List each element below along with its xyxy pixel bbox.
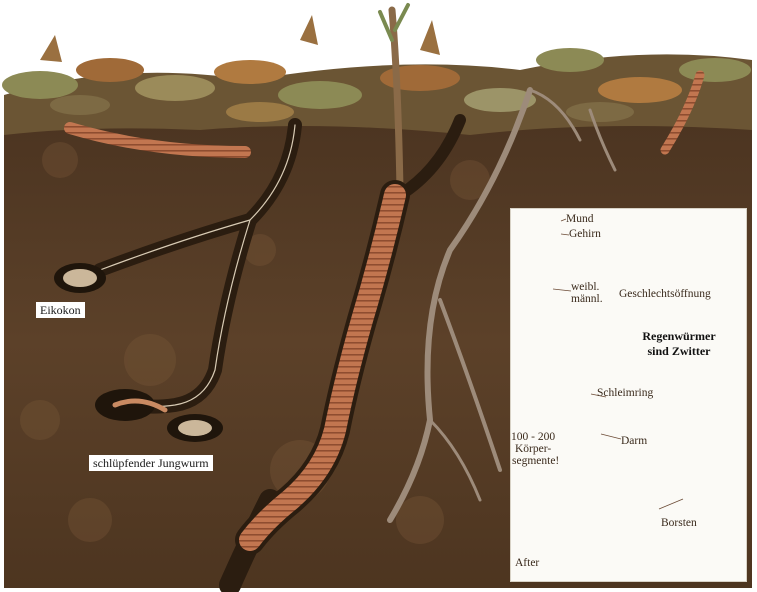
segments-label-line3: segmente! bbox=[512, 455, 559, 467]
male-opening-label: männl. bbox=[571, 293, 603, 305]
anatomy-inset-panel: Mund Gehirn weibl. männl. Geschlechtsöff… bbox=[510, 208, 747, 582]
hatching-worm-label: schlüpfender Jungwurm bbox=[89, 455, 213, 471]
segments-label-line2: Körper- bbox=[515, 443, 551, 455]
bristles-label: Borsten bbox=[661, 517, 697, 529]
mouth-label: Mund bbox=[566, 213, 593, 225]
egg-cocoon bbox=[54, 263, 106, 293]
clitellum-label: Schleimring bbox=[597, 387, 653, 399]
brain-label: Gehirn bbox=[569, 228, 601, 240]
egg-cocoon-label: Eikokon bbox=[36, 302, 85, 318]
genital-opening-label: Geschlechtsöffnung bbox=[619, 288, 711, 300]
anus-label: After bbox=[515, 557, 539, 569]
intestine-label: Darm bbox=[621, 435, 647, 447]
segments-label-line1: 100 - 200 bbox=[511, 431, 555, 443]
hermaphrodite-title-line2: sind Zwitter bbox=[629, 344, 729, 358]
hermaphrodite-title-line1: Regenwürmer bbox=[629, 329, 729, 343]
female-opening-label: weibl. bbox=[571, 281, 599, 293]
leaf-litter bbox=[2, 15, 752, 135]
